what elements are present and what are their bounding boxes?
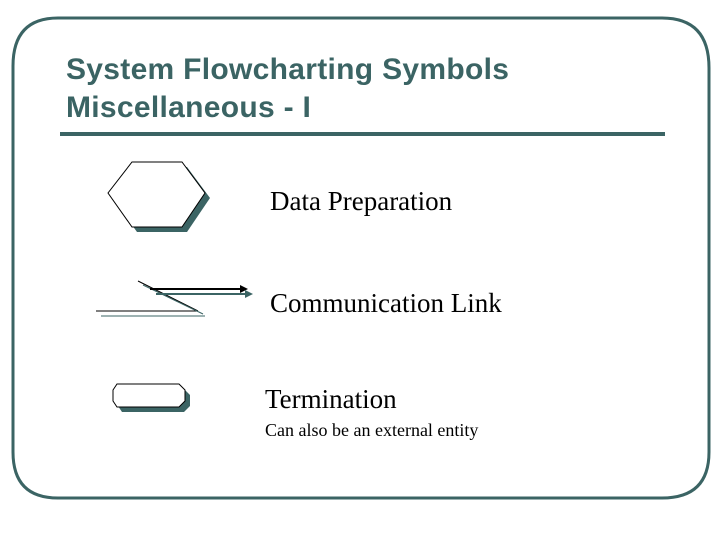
- termination-note: Can also be an external entity: [265, 420, 479, 440]
- slide-title: System Flowcharting Symbols Miscellaneou…: [66, 51, 509, 127]
- title-line-1: System Flowcharting Symbols: [66, 53, 510, 86]
- data-preparation-label: Data Preparation: [270, 186, 453, 216]
- title-line-2: Miscellaneous - I: [66, 91, 312, 124]
- communication-link-label: Communication Link: [270, 288, 502, 318]
- termination-label: Termination: [265, 384, 397, 414]
